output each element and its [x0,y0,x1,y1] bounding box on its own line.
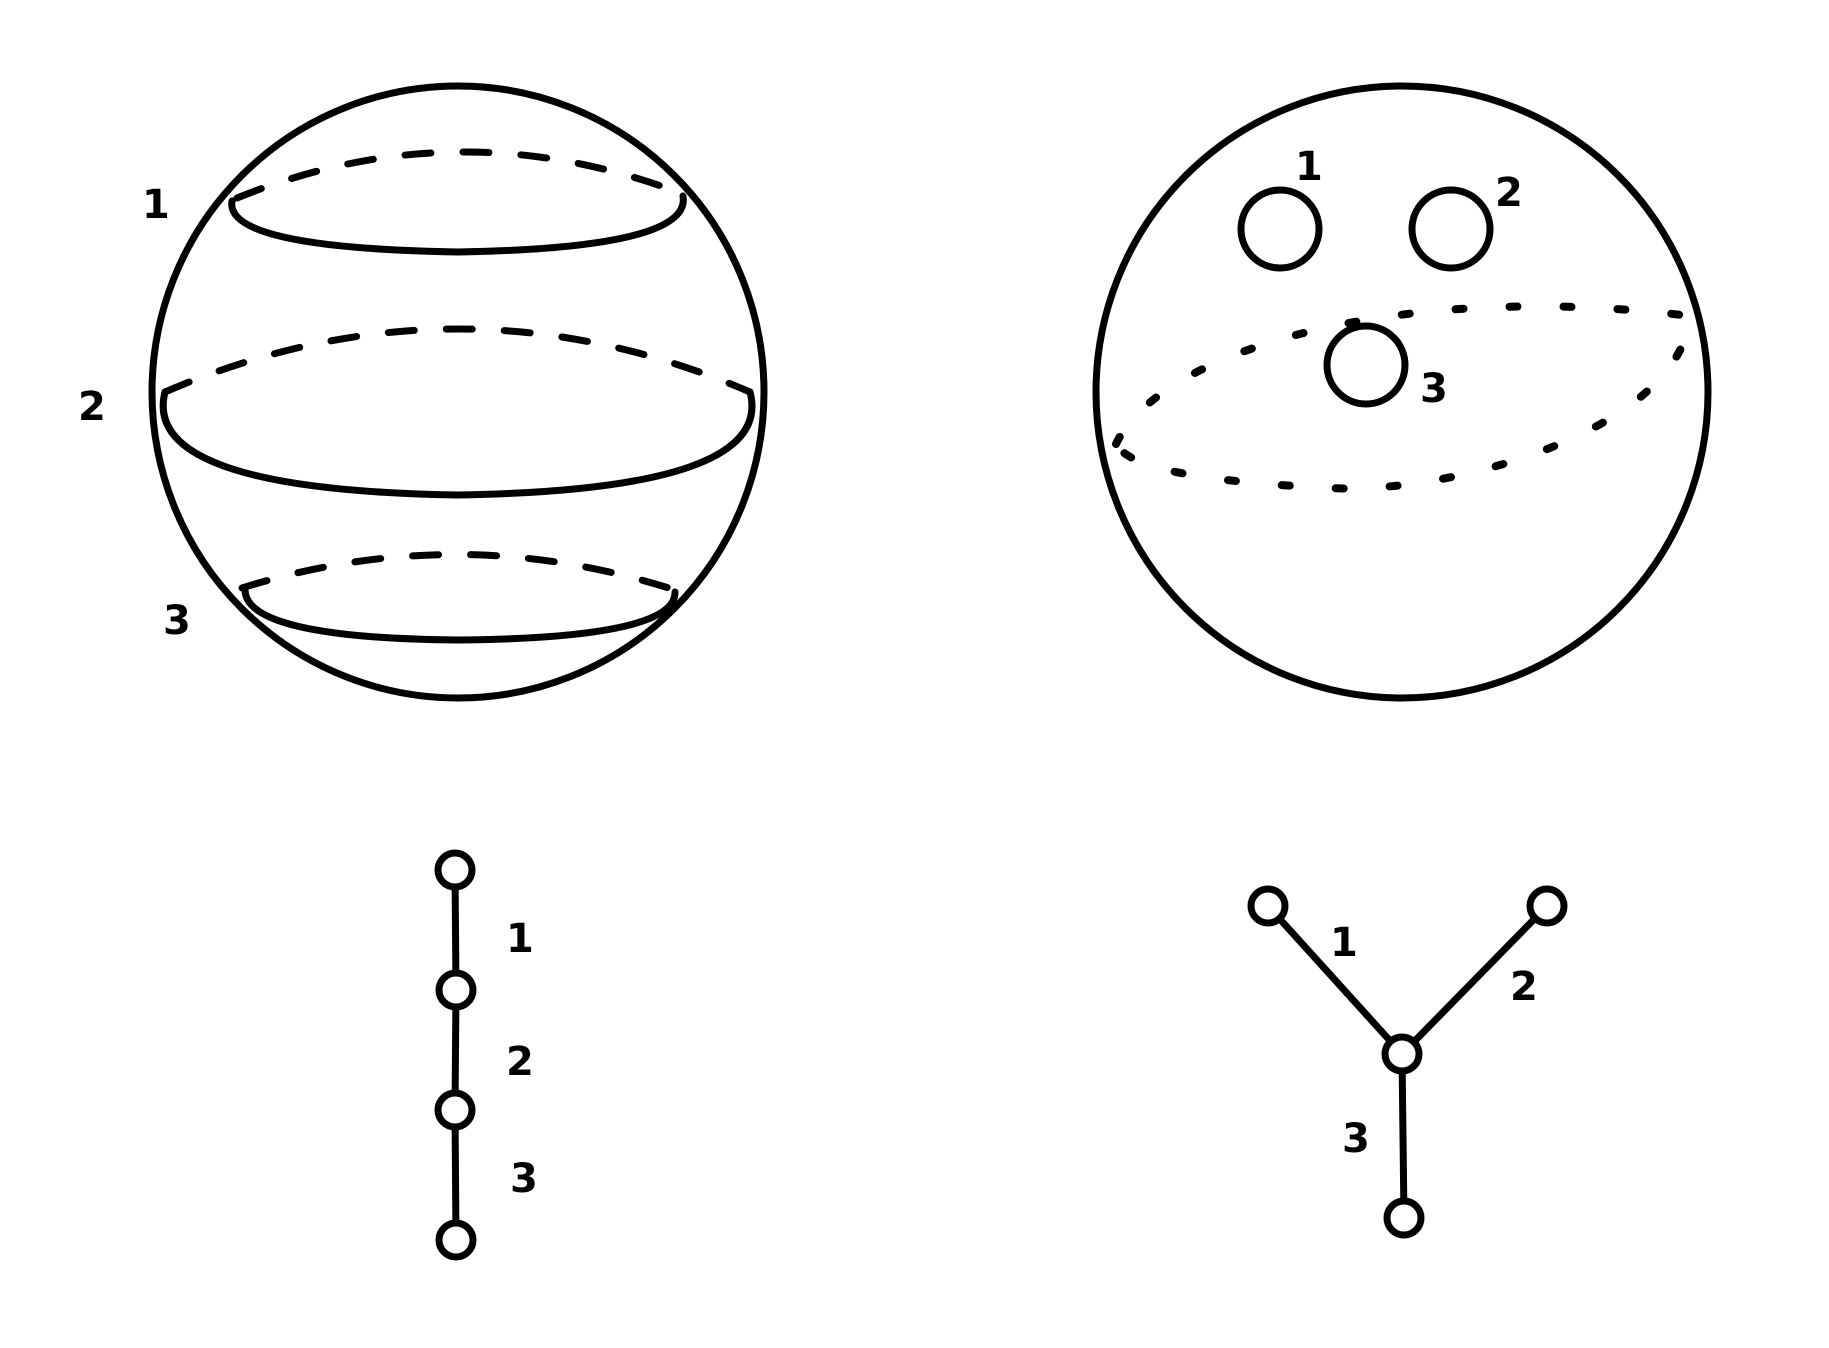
hole-3 [1323,322,1409,408]
curve-2-front [159,388,756,499]
left-sphere-figure: 1 2 3 [78,82,768,702]
curve-1-front [228,192,687,256]
star-leaf-1 [1247,885,1289,927]
path-label-3: 3 [510,1156,538,1202]
left-sphere-label-2: 2 [78,384,106,430]
curve-3-back [238,551,679,594]
star-leaf-2 [1526,885,1568,927]
star-center-node [1381,1033,1423,1075]
star-graph: 1 2 3 [1247,885,1568,1239]
star-label-2: 2 [1510,964,1538,1010]
left-sphere-outline [148,82,768,702]
path-label-1: 1 [506,916,534,962]
left-sphere-label-3: 3 [163,598,191,644]
star-edge-2 [1398,902,1551,1058]
star-edge-3 [1398,1050,1408,1222]
path-edge-3 [451,1106,460,1244]
curve-1-back [233,148,687,202]
dotted-curve-around-holes [1112,302,1694,493]
path-node-c [434,1089,476,1131]
path-label-2: 2 [506,1039,534,1085]
right-sphere-label-1: 1 [1295,144,1323,190]
right-sphere-label-2: 2 [1495,170,1523,216]
right-sphere-figure: 1 2 3 [1092,82,1712,702]
right-sphere-label-3: 3 [1420,366,1448,412]
star-edge-1 [1264,902,1406,1058]
path-graph: 1 2 3 [434,849,538,1261]
star-leaf-3 [1383,1197,1425,1239]
hole-1 [1237,186,1323,272]
star-label-1: 1 [1330,920,1358,966]
left-sphere-label-1: 1 [142,182,170,228]
path-node-d [435,1219,477,1261]
hole-2 [1408,186,1494,272]
curve-2-back [161,325,754,396]
star-label-3: 3 [1342,1116,1370,1162]
path-node-b [435,969,477,1011]
path-node-a [434,849,476,891]
curve-3-front [241,586,679,644]
right-sphere-outline [1092,82,1712,702]
